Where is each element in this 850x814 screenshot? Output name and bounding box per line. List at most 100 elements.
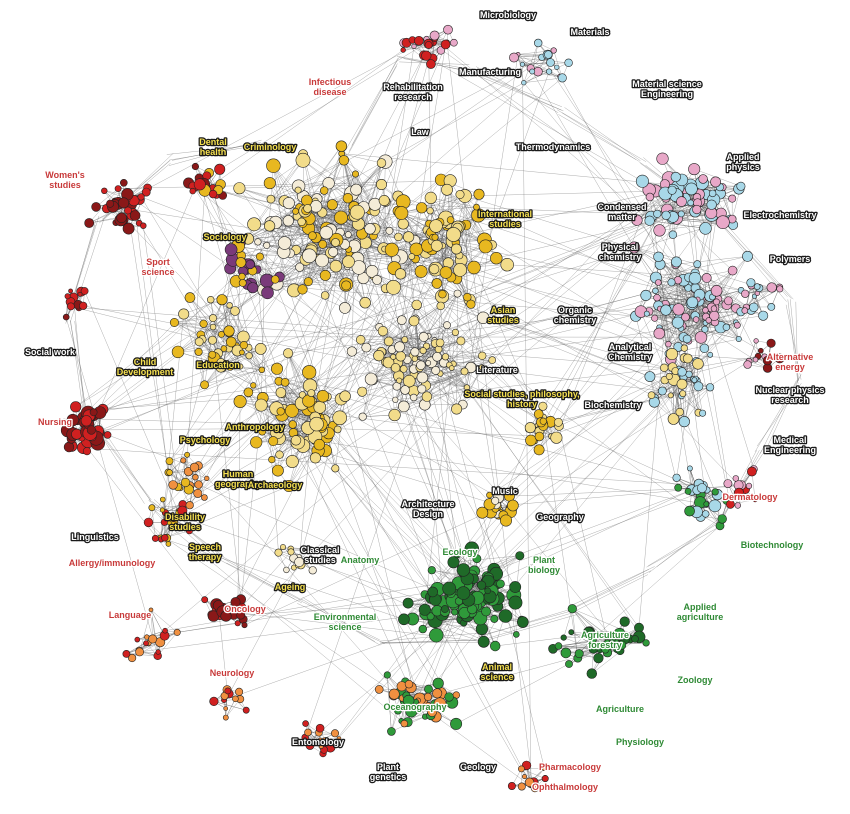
network-node [247,282,259,294]
field-label-line: Nursing [38,417,72,427]
network-node [478,364,485,371]
network-node [303,204,312,213]
network-node [749,302,759,312]
network-node [318,239,328,249]
network-node [241,622,248,629]
network-node [222,714,229,721]
network-node [524,422,536,434]
network-node [512,631,520,638]
field-label-line: Material science [632,79,702,89]
network-node [290,435,302,446]
network-node [297,217,306,227]
network-node [472,554,482,564]
network-node [294,556,305,567]
network-node [233,182,246,195]
network-node [429,627,444,643]
field-label-line: Oceanography [383,702,446,712]
field-label-pharmacology: Pharmacology [539,762,601,772]
network-node [342,193,354,204]
network-node [313,438,325,451]
network-node [185,501,194,510]
field-label-psychology: Psychology [180,435,231,445]
field-label-line: Sport [146,257,170,267]
network-node [245,352,253,360]
network-node [746,278,756,288]
field-label-line: Analytical [609,342,652,352]
network-node [350,183,363,196]
network-node [477,635,490,648]
network-node [283,348,294,359]
network-node [446,227,461,242]
field-label-line: Design [413,509,443,519]
network-node [309,416,324,432]
network-node [419,347,427,355]
network-node [124,206,132,215]
network-node [691,377,698,383]
network-node [233,394,247,408]
field-label-line: Chemistry [608,352,652,362]
network-node [687,465,693,472]
field-label-line: agriculture [677,612,724,622]
network-node [89,408,98,417]
network-node [128,653,137,663]
network-node [334,210,348,225]
network-node [194,337,204,347]
network-node [477,580,487,590]
field-label-line: Electrochemistry [743,210,816,220]
network-node [507,781,516,790]
network-node [467,260,481,275]
network-node [235,257,247,268]
network-node [384,242,399,257]
network-node [423,692,433,702]
field-label-oceanography: Oceanography [383,702,446,712]
network-node [416,360,426,370]
network-node [277,236,292,250]
network-node [318,744,324,749]
network-node [189,462,200,473]
network-node [766,338,776,348]
network-node [500,258,514,272]
field-label-polymers: Polymers [770,254,811,264]
network-node [143,640,149,647]
network-node [283,566,290,574]
network-node [456,586,471,600]
network-node [279,544,286,551]
network-node [451,328,460,337]
field-label-line: Architecture [401,499,454,509]
network-node [383,671,391,679]
network-node [671,256,682,268]
network-node [295,262,305,272]
network-node [439,266,453,279]
field-label-criminology: Criminology [244,142,297,152]
network-node [477,311,490,324]
network-node [320,186,329,195]
network-node [258,427,267,436]
network-node [533,444,545,456]
network-node [672,303,685,316]
network-node [699,343,710,353]
field-label-line: studies [487,315,519,325]
network-node [230,306,240,316]
network-node [481,606,491,617]
network-node [266,194,276,204]
network-node [684,505,695,517]
network-node [288,420,297,429]
network-node [400,385,410,395]
field-label-line: Classical [300,545,339,555]
field-label-line: Nuclear physics [755,385,824,395]
network-node [268,456,276,464]
field-label-line: Thermodynamics [516,142,591,152]
network-node [455,190,465,200]
network-node [701,325,709,333]
network-node [684,487,692,495]
network-node [734,502,741,509]
network-node [651,314,659,322]
network-node [82,447,92,456]
network-node [274,548,283,557]
network-node [488,356,497,364]
